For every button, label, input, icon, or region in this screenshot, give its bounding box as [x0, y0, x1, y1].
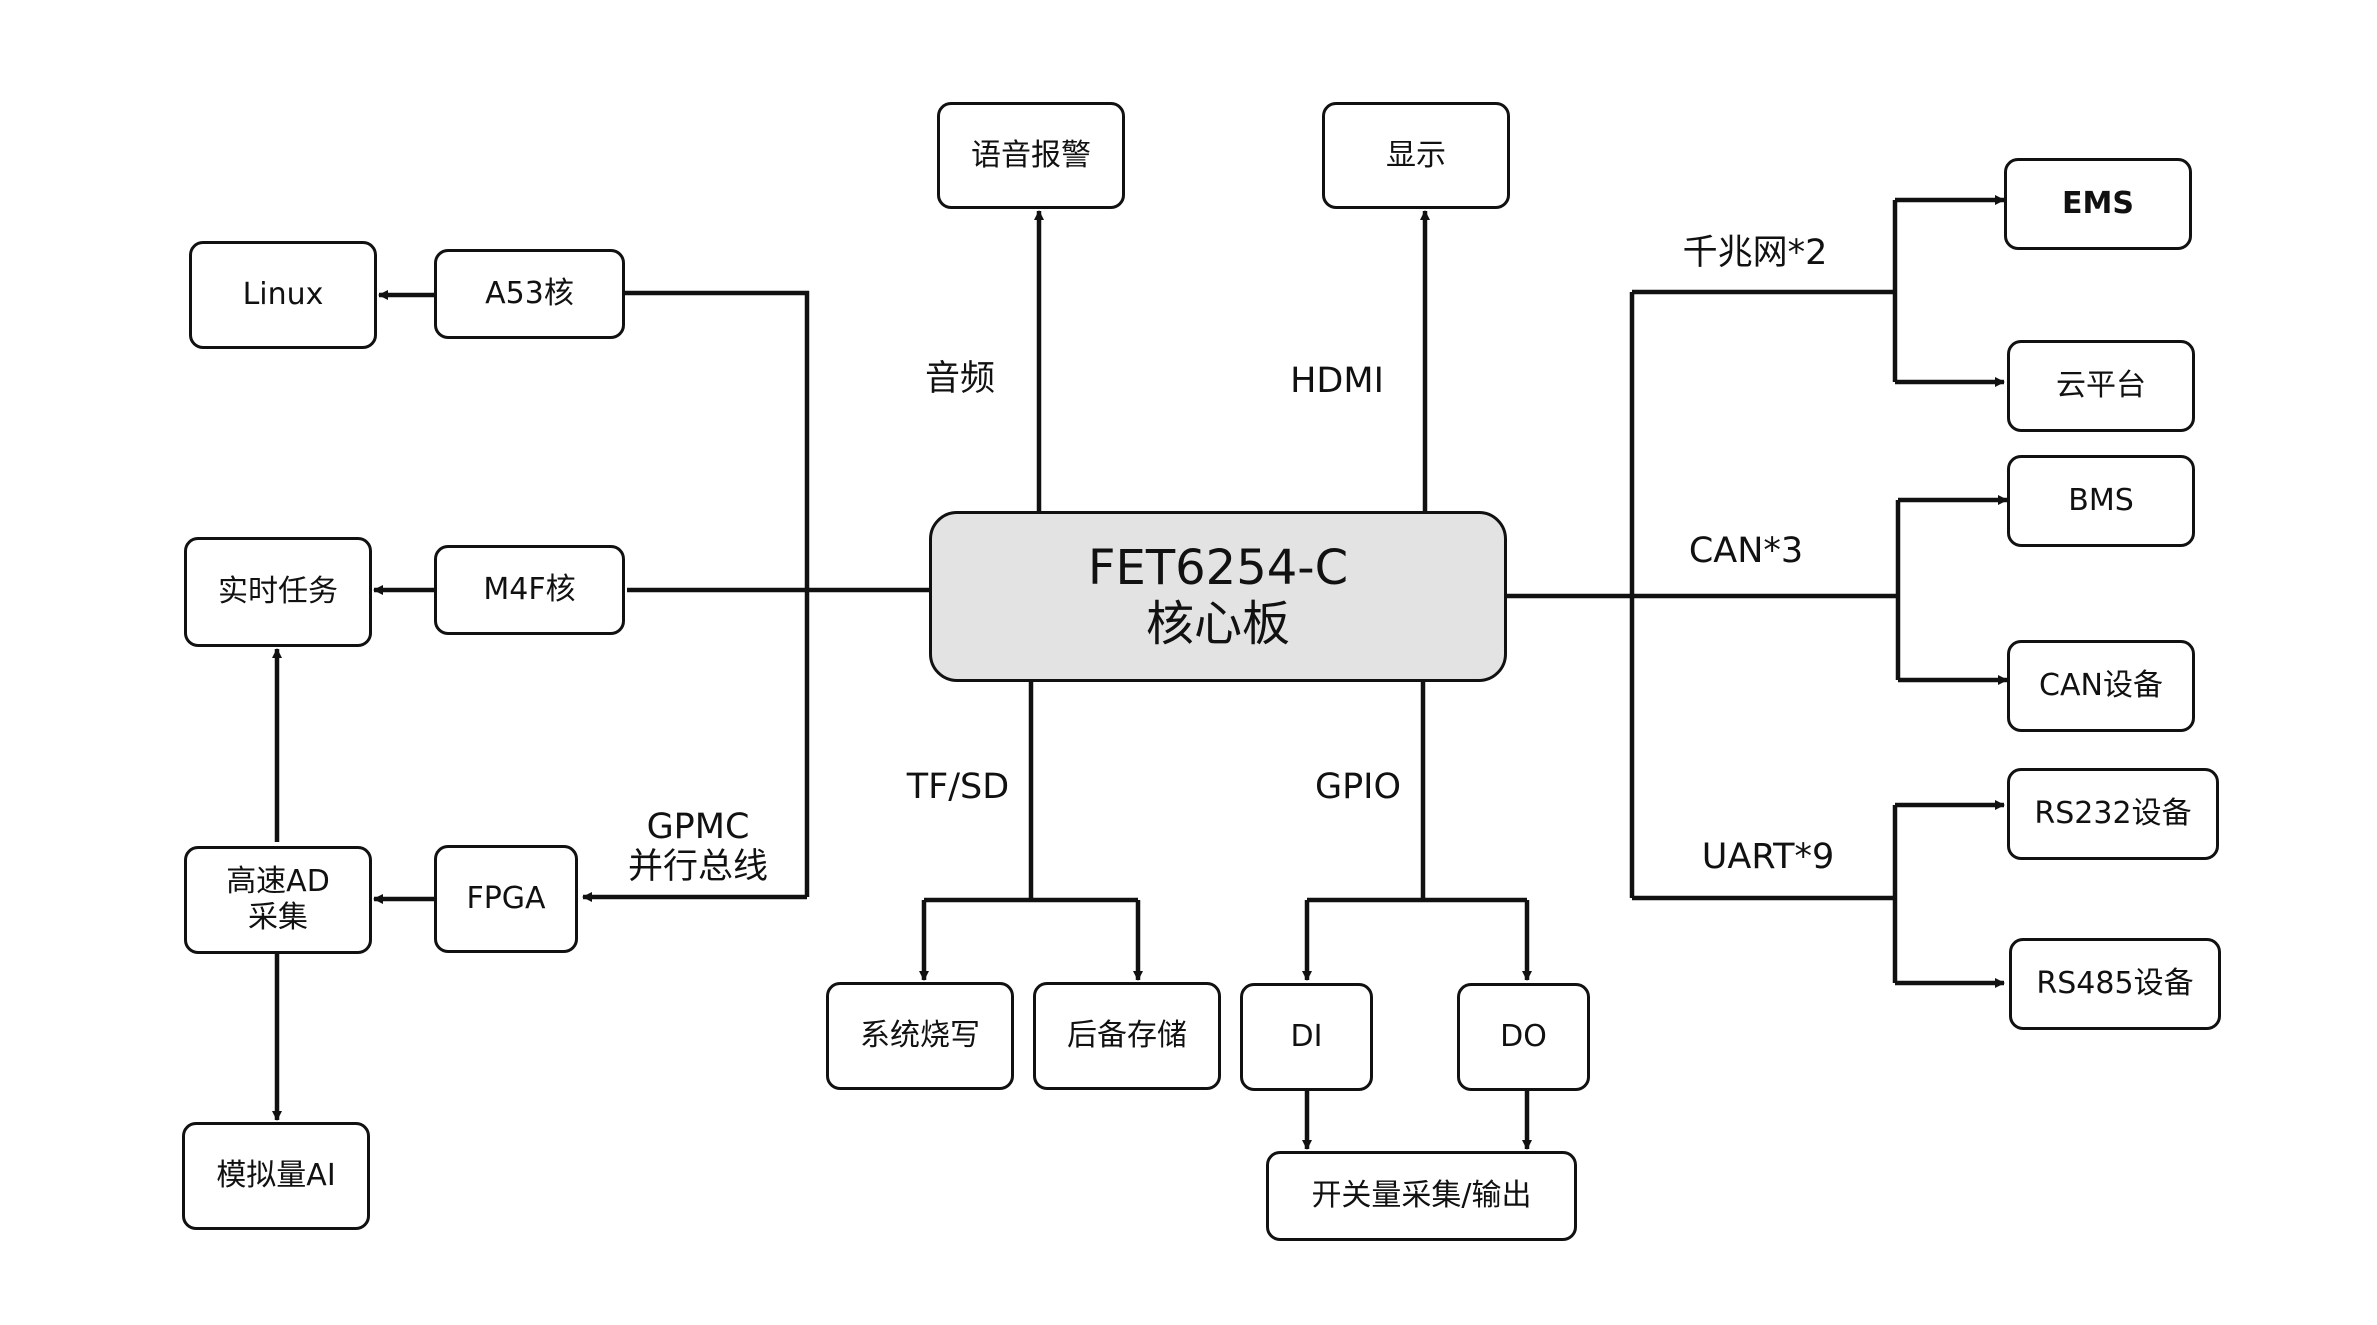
fpga-box: FPGA — [434, 845, 578, 953]
can-label: CAN*3 — [1688, 531, 1804, 571]
system-burn-box: 系统烧写 — [826, 982, 1014, 1090]
high-speed-ad-sublabel: 采集 — [248, 900, 308, 935]
switch-io-box: 开关量采集/输出 — [1266, 1151, 1577, 1241]
can-device-box: CAN设备 — [2007, 640, 2195, 732]
linux-box: Linux — [189, 241, 377, 349]
gigabit-label: 千兆网*2 — [1682, 233, 1828, 273]
audio-label: 音频 — [924, 359, 996, 399]
rs232-device-box: RS232设备 — [2007, 768, 2219, 860]
a53-core-box: A53核 — [434, 249, 625, 339]
tfsd-label: TF/SD — [906, 767, 1010, 807]
high-speed-ad-box: 高速AD 采集 — [184, 846, 372, 954]
gpio-label: GPIO — [1314, 767, 1402, 807]
high-speed-ad-label: 高速AD — [226, 864, 330, 899]
right-trunk-line — [1507, 292, 1898, 898]
cloud-platform-box: 云平台 — [2007, 340, 2195, 432]
analog-ai-box: 模拟量AI — [182, 1122, 370, 1230]
gigabit-line — [1632, 200, 1898, 382]
gpio-line — [1307, 682, 1527, 903]
di-box: DI — [1240, 983, 1373, 1091]
m4f-core-box: M4F核 — [434, 545, 625, 635]
backup-storage-box: 后备存储 — [1033, 982, 1221, 1090]
left-bus-line — [625, 290, 810, 897]
gpmc-label: GPMC — [646, 807, 750, 847]
uart-label: UART*9 — [1701, 837, 1835, 877]
realtime-task-box: 实时任务 — [184, 537, 372, 647]
core-board: FET6254-C 核心板 — [929, 511, 1507, 682]
hdmi-label: HDMI — [1290, 361, 1384, 401]
parallel-bus-label: 并行总线 — [627, 847, 769, 887]
tfsd-line — [924, 682, 1138, 903]
core-board-model: FET6254-C — [1087, 540, 1349, 597]
core-board-name: 核心板 — [1145, 595, 1290, 652]
voice-alarm-box: 语音报警 — [937, 102, 1125, 209]
display-box: 显示 — [1322, 102, 1510, 209]
do-box: DO — [1457, 983, 1590, 1091]
ems-box: EMS — [2004, 158, 2192, 250]
uart-line — [1632, 805, 1898, 983]
rs485-device-box: RS485设备 — [2009, 938, 2221, 1030]
bms-box: BMS — [2007, 455, 2195, 547]
